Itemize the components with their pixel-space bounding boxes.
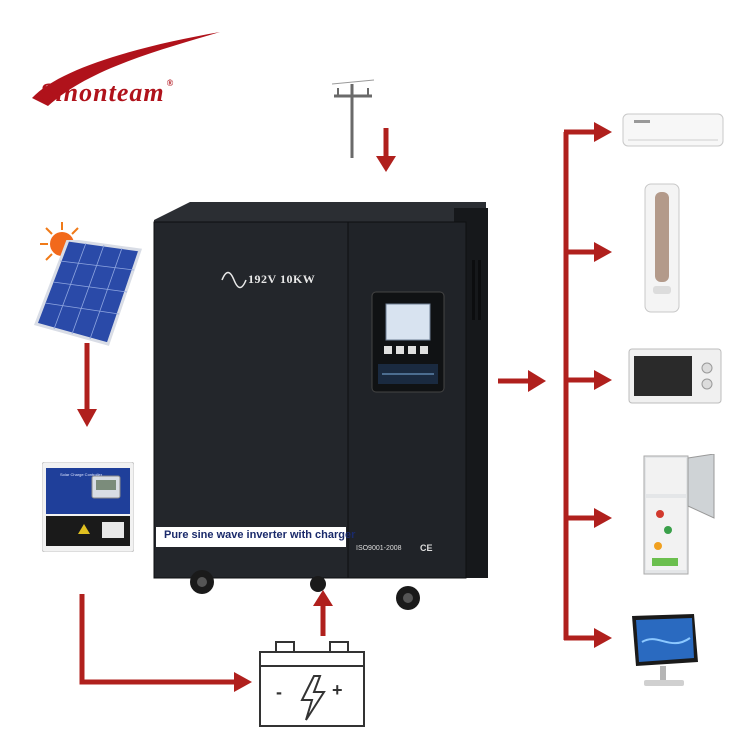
refrigerator-icon [638, 454, 720, 578]
monitor-icon [630, 612, 700, 692]
logo-swoosh [32, 32, 220, 106]
battery-plus: + [332, 680, 343, 700]
utility-pole-icon [332, 78, 392, 168]
microwave-icon [628, 348, 722, 404]
air-conditioner-icon [622, 112, 724, 152]
brand-name: Sinonteam® [40, 78, 174, 108]
battery-minus: - [276, 682, 282, 702]
inverter-model-label: 192V 10KW [248, 272, 316, 286]
brand-logo [20, 28, 230, 118]
grid-arrow-down [376, 128, 396, 174]
battery-icon [258, 640, 366, 730]
output-arrow [498, 370, 548, 392]
product-stripe [156, 527, 346, 547]
solar-panel-icon [34, 240, 144, 350]
brand-text: Sinonteam [40, 78, 165, 107]
floor-ac-icon [643, 182, 681, 316]
distribution-bus [548, 118, 618, 658]
controller-label: Solar Charge Controller [60, 472, 103, 477]
product-label: Pure sine wave inverter with charger [164, 529, 356, 541]
brand-registered: ® [166, 78, 175, 88]
inverter-cabinet [150, 200, 495, 612]
iso-label: ISO9001-2008 [356, 545, 402, 552]
ce-mark: CE [420, 543, 433, 553]
charge-controller [42, 462, 134, 552]
battery-arrow-up [313, 590, 333, 638]
solar-arrow-down [77, 343, 97, 429]
controller-to-battery-arrow [76, 594, 266, 694]
